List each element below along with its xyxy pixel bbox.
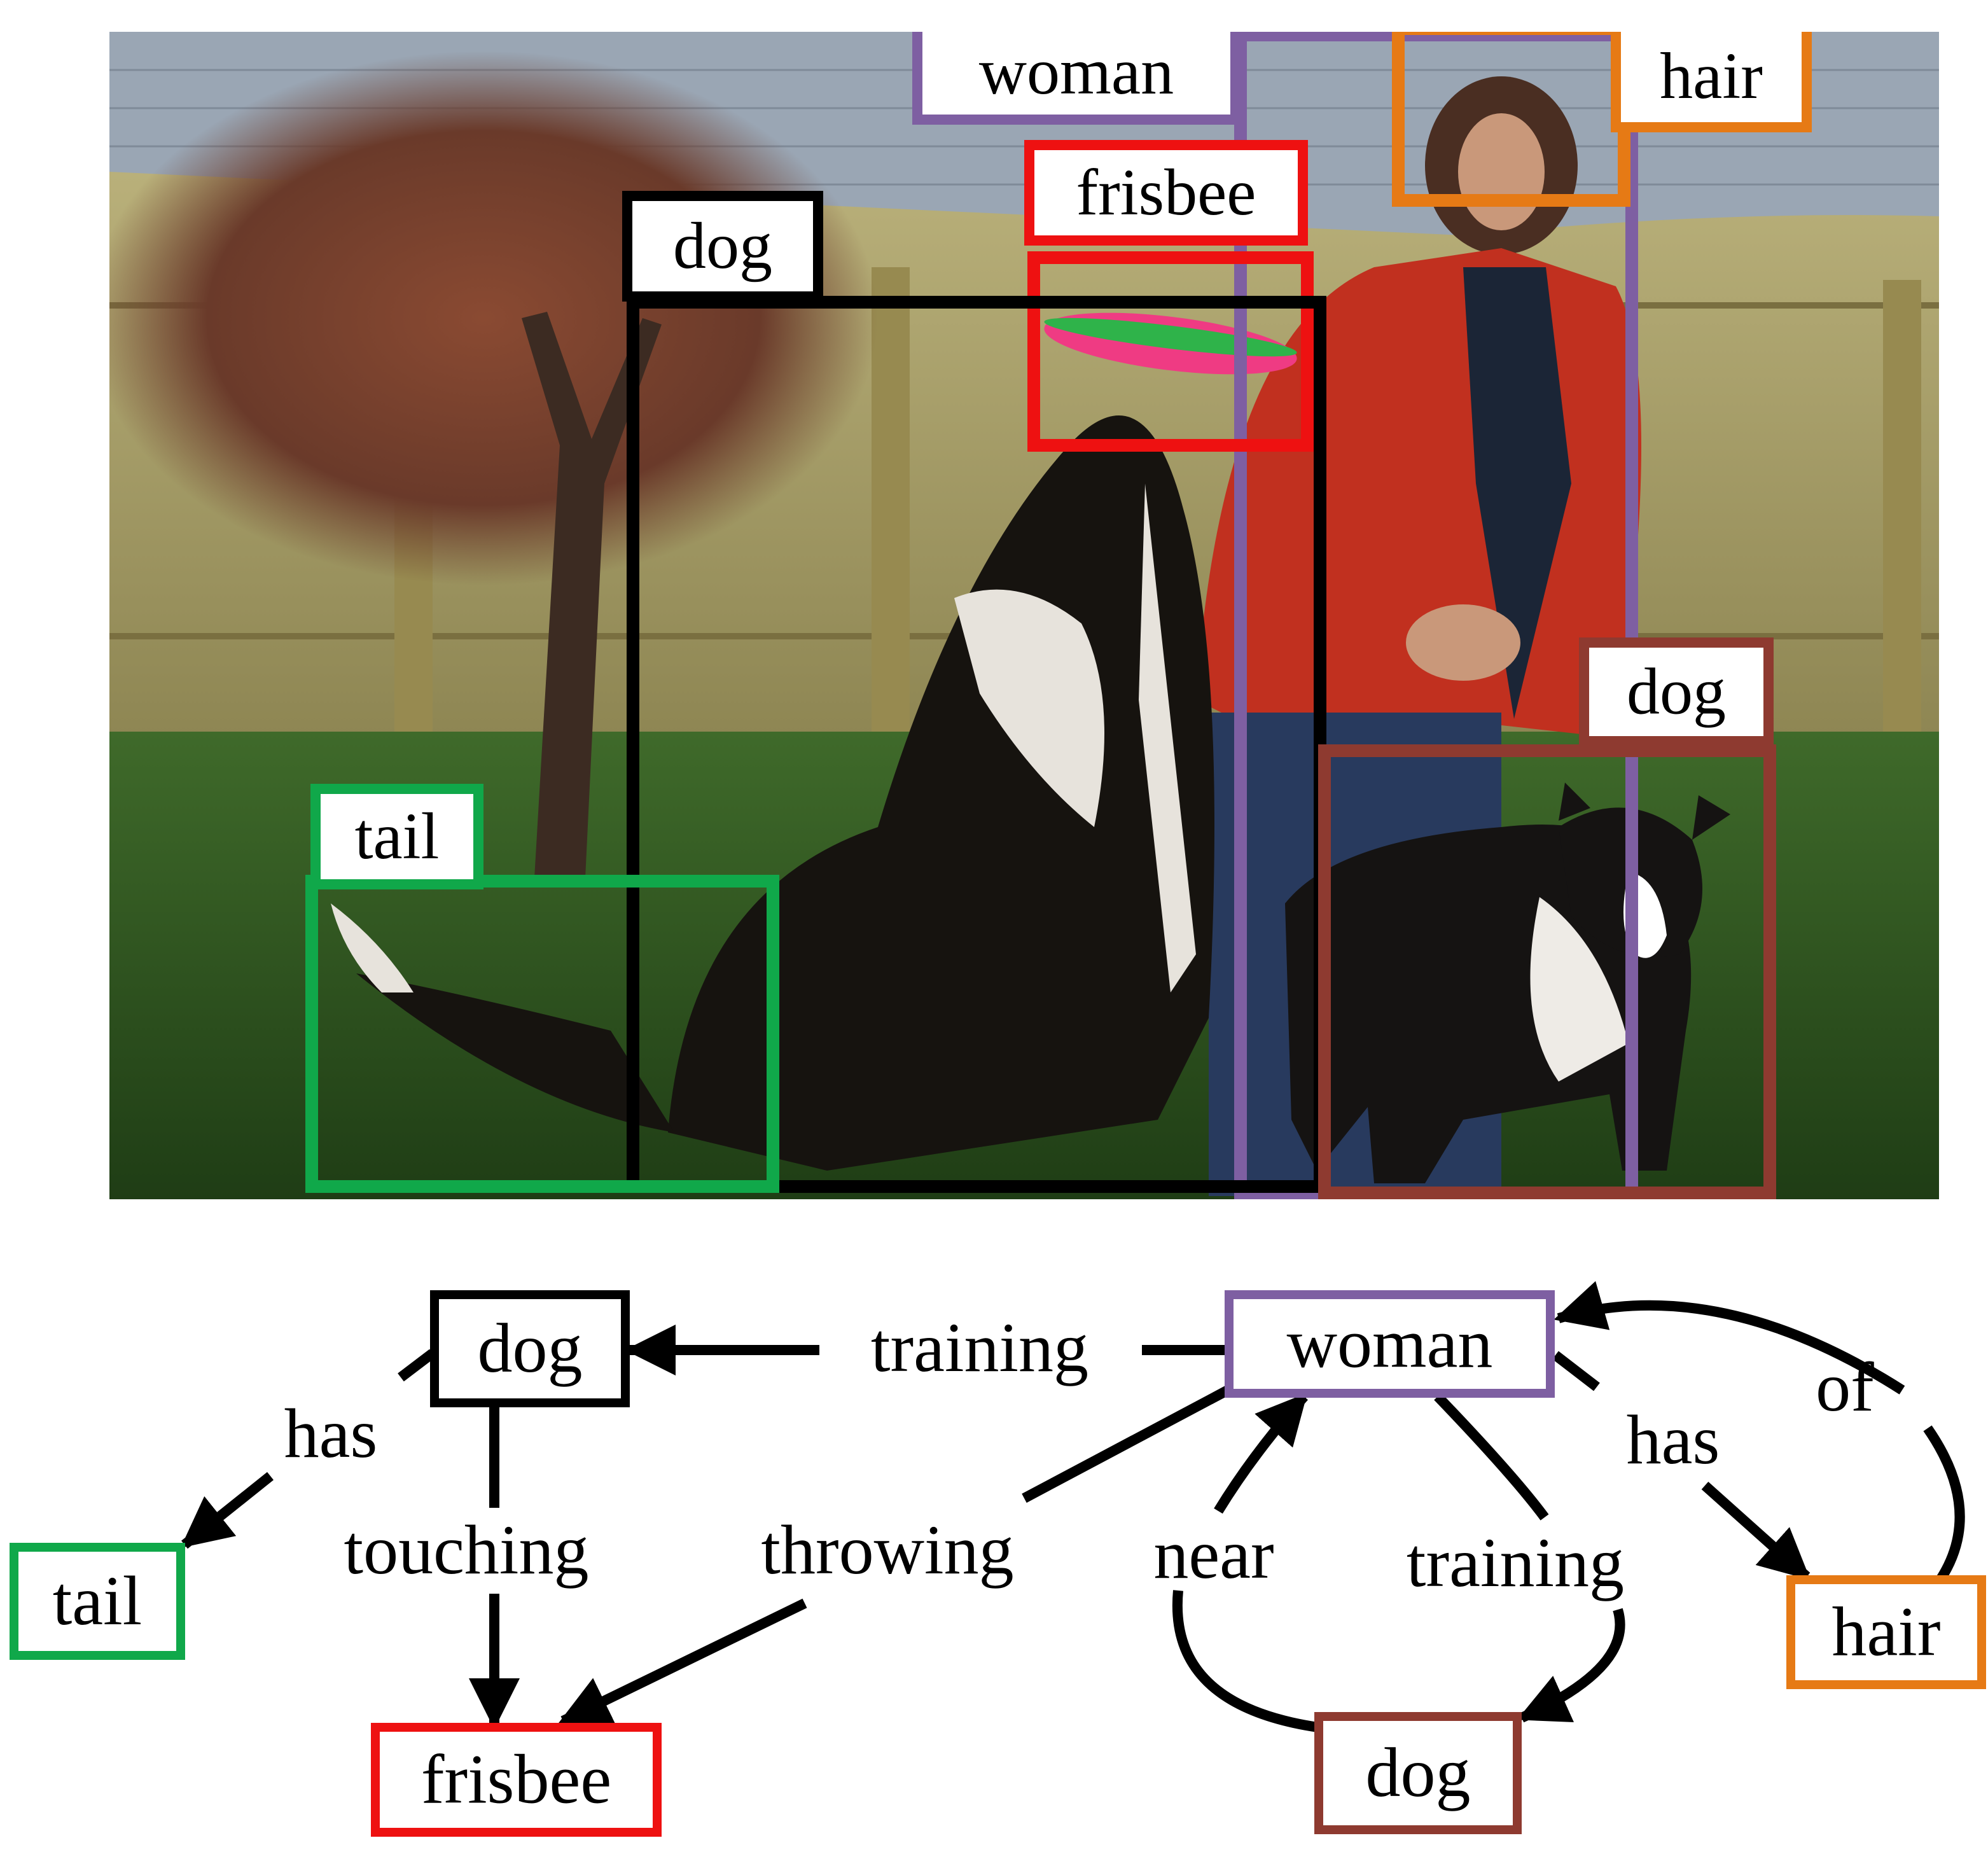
graph-node-dog2: dog bbox=[1314, 1712, 1522, 1834]
bbox-frisbee bbox=[1027, 251, 1314, 452]
graph-node-dog2-box bbox=[1314, 1712, 1522, 1834]
graph-edge-e-training-2-seg-1 bbox=[1517, 1608, 1625, 1723]
graph-node-hair-box bbox=[1786, 1575, 1986, 1689]
graph-node-dog1-label: dog bbox=[478, 1309, 583, 1387]
graph-edge-e-has-1-seg-1 bbox=[180, 1472, 274, 1549]
graph-edge-e-touching-label: touching bbox=[344, 1511, 589, 1589]
bbox-woman-label-box bbox=[912, 32, 1241, 125]
graph-edge-e-has-1 bbox=[180, 1349, 436, 1549]
dog-standing-figure bbox=[1285, 783, 1730, 1183]
bbox-dog2 bbox=[1318, 744, 1776, 1199]
graph-edge-e-near bbox=[1172, 1393, 1319, 1732]
graph-node-tail-box bbox=[10, 1543, 185, 1660]
photo-box-dog2: dog bbox=[1318, 637, 1776, 1199]
graph-edge-e-throwing-seg-1 bbox=[558, 1598, 807, 1726]
graph-node-hair-label: hair bbox=[1832, 1593, 1940, 1671]
bbox-tail-label-box bbox=[310, 784, 483, 889]
bbox-dog1-label: dog bbox=[673, 209, 772, 282]
graph-edge-e-of bbox=[1554, 1281, 1965, 1583]
dog-jumping-figure bbox=[331, 415, 1214, 1171]
graph-edge-e-near-seg-0 bbox=[1172, 1590, 1319, 1732]
bbox-woman-label: woman bbox=[979, 35, 1174, 108]
bbox-hair-label: hair bbox=[1660, 39, 1763, 113]
graph-edge-e-throwing-seg-0 bbox=[1022, 1385, 1230, 1503]
graph-node-frisbee: frisbee bbox=[371, 1723, 662, 1837]
graph-node-woman-label: woman bbox=[1287, 1305, 1493, 1382]
graph-node-hair: hair bbox=[1786, 1575, 1986, 1689]
graph-edge-e-of-seg-1 bbox=[1554, 1281, 1905, 1395]
graph-node-dog1: dog bbox=[430, 1290, 630, 1407]
annotated-photo: woman hair frisbee dog dog tail bbox=[109, 32, 1939, 1199]
graph-edge-e-has-2-seg-1 bbox=[1701, 1482, 1811, 1580]
bbox-frisbee-label: frisbee bbox=[1076, 156, 1256, 229]
photo-box-frisbee: frisbee bbox=[1024, 140, 1314, 452]
frisbee-object bbox=[1044, 312, 1297, 375]
graph-node-dog2-label: dog bbox=[1366, 1734, 1471, 1811]
tree-foliage bbox=[109, 51, 878, 585]
graph-node-frisbee-box bbox=[371, 1723, 662, 1837]
bbox-dog2-label: dog bbox=[1627, 655, 1726, 728]
photo-box-hair: hair bbox=[1392, 32, 1812, 207]
graph-edge-e-has-1-seg-0 bbox=[398, 1349, 436, 1382]
graph-edge-e-has-2-label: has bbox=[1627, 1401, 1720, 1479]
graph-edge-e-throwing-label: throwing bbox=[761, 1511, 1013, 1589]
graph-node-frisbee-label: frisbee bbox=[421, 1741, 611, 1818]
graph-edge-e-has-2 bbox=[1552, 1351, 1811, 1580]
graph-edge-e-of-label: of bbox=[1816, 1348, 1874, 1426]
graph-node-tail: tail bbox=[10, 1543, 185, 1660]
graph-node-tail-label: tail bbox=[53, 1562, 142, 1640]
graph-edge-e-near-seg-1 bbox=[1214, 1393, 1308, 1514]
bbox-tail bbox=[305, 875, 779, 1193]
tree-trunk bbox=[522, 312, 662, 878]
graph-edge-e-near-label: near bbox=[1153, 1515, 1274, 1593]
graph-edge-e-throwing bbox=[558, 1385, 1230, 1726]
bbox-tail-label: tail bbox=[355, 800, 440, 873]
graph-node-dog1-box bbox=[430, 1290, 630, 1407]
bbox-frisbee-label-box bbox=[1024, 140, 1308, 246]
graph-node-woman: woman bbox=[1225, 1290, 1555, 1398]
graph-node-woman-box bbox=[1225, 1290, 1555, 1398]
graph-edge-e-has-1-label: has bbox=[284, 1395, 378, 1472]
bbox-dog2-label-box bbox=[1579, 637, 1774, 746]
graph-edge-e-of-seg-0 bbox=[1923, 1425, 1965, 1583]
graph-edge-e-training-2 bbox=[1434, 1393, 1625, 1723]
photo-box-tail: tail bbox=[305, 784, 779, 1193]
graph-edge-e-training-1-label: training bbox=[871, 1309, 1088, 1386]
graph-edge-e-has-2-seg-0 bbox=[1552, 1351, 1600, 1391]
graph-edge-e-training-2-label: training bbox=[1407, 1524, 1624, 1601]
graph-edge-e-training-2-seg-0 bbox=[1434, 1393, 1549, 1521]
bbox-hair-label-box bbox=[1611, 32, 1812, 132]
bbox-dog1-label-box bbox=[622, 191, 823, 302]
